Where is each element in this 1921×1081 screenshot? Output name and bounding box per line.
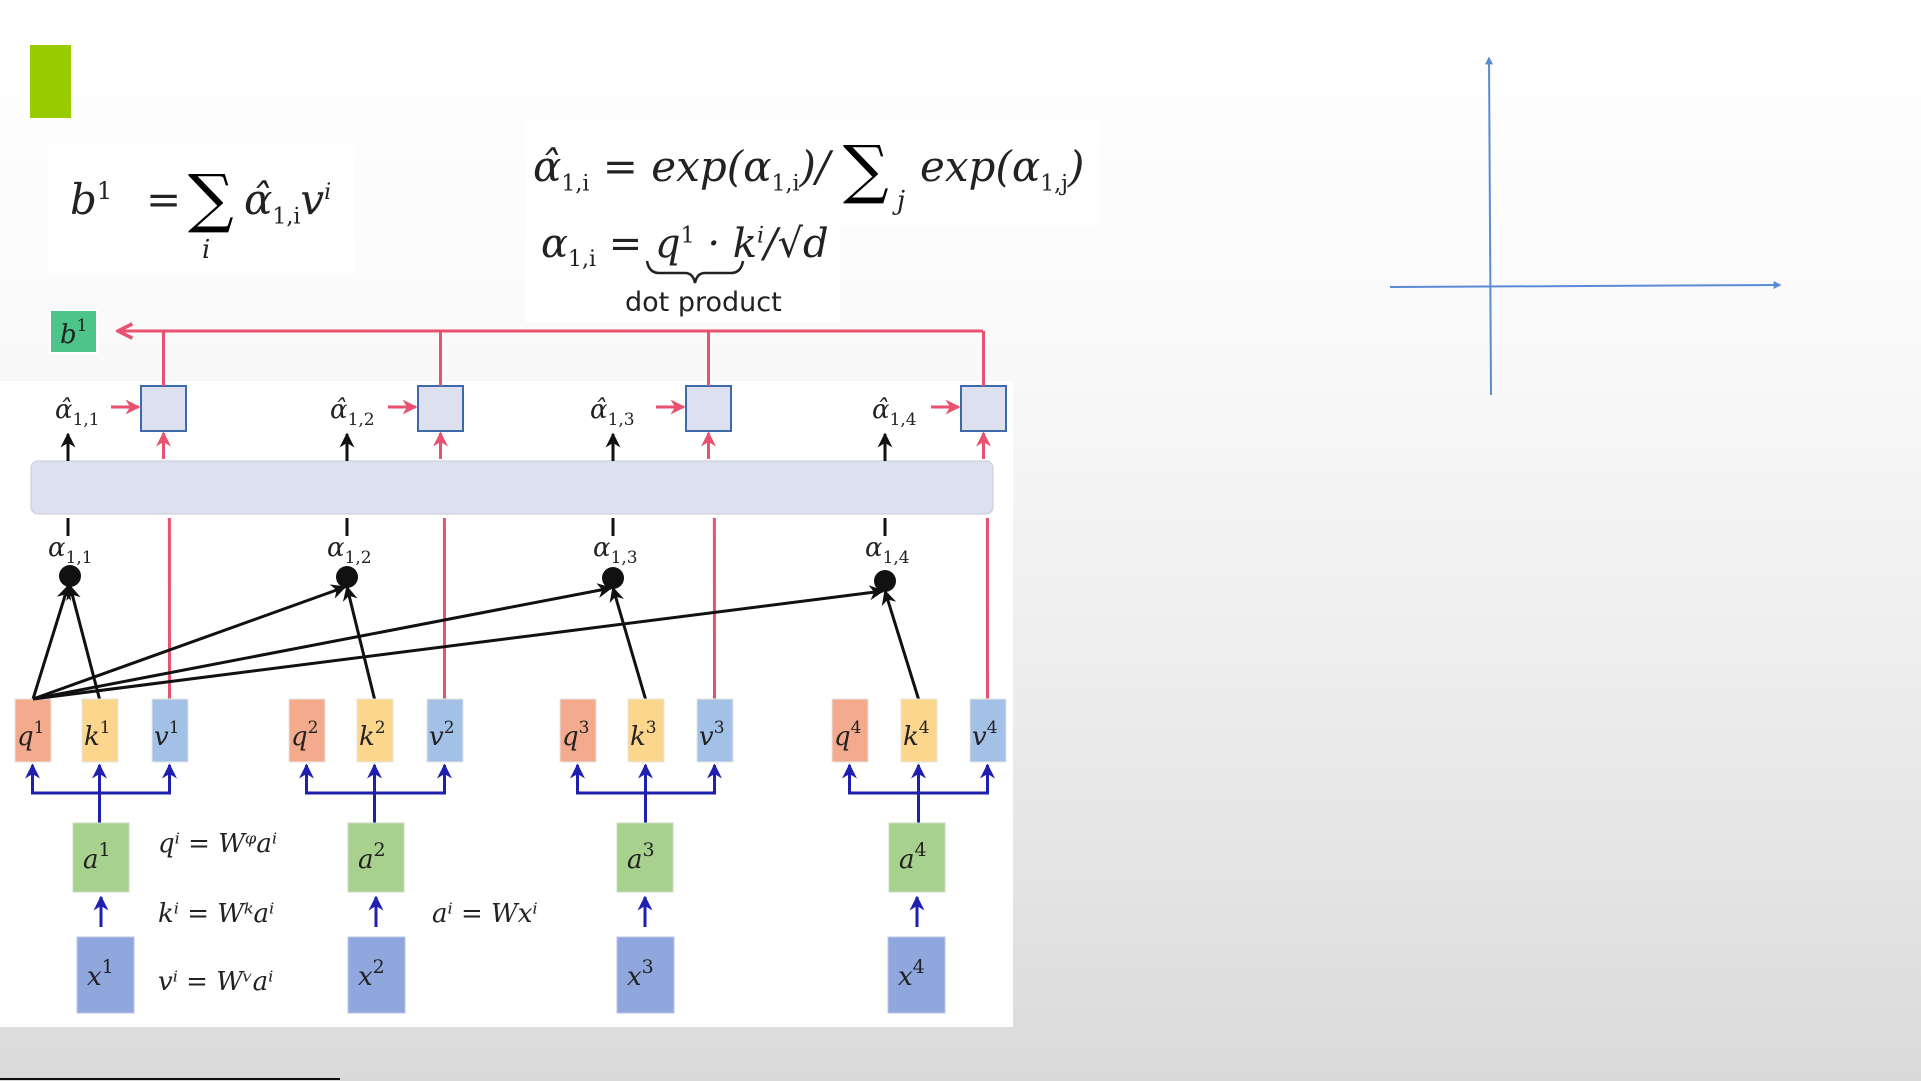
k-box-3	[627, 698, 665, 763]
v-box-3	[696, 698, 734, 763]
value-projection-equation: vⁱ = Wᵛaⁱ	[158, 967, 273, 997]
a-box-1	[72, 822, 130, 893]
k-label-4: k4	[903, 718, 930, 752]
x-axis	[1389, 281, 1782, 290]
output-formula-sum-sub: i	[202, 235, 211, 265]
v-box-2	[426, 698, 464, 763]
a-box-4	[888, 822, 946, 893]
x-label-1: x1	[87, 956, 114, 992]
query-projection-equation: qⁱ = Wᵠaⁱ	[158, 829, 277, 859]
q-label-3: q3	[562, 718, 589, 752]
key-to-score-line-3	[609, 586, 647, 700]
k-box-1	[81, 698, 119, 763]
q-label-1: q1	[17, 718, 44, 752]
score-formula: α1,i = q1 · ki/√d	[541, 221, 829, 272]
k-label-2: k2	[359, 718, 386, 752]
output-formula-lhs: b1	[70, 175, 113, 224]
q-label-4: q4	[834, 718, 861, 752]
x-label-4: x4	[898, 956, 925, 992]
dot-product-node-1	[59, 565, 81, 587]
score-formula-box: α1,i = q1 · ki/√d dot product	[525, 221, 840, 322]
alpha-hat-label-4: α̂1,4	[872, 395, 917, 430]
a-label-3: a3	[627, 839, 655, 875]
alpha-label-2: α1,2	[327, 533, 372, 568]
query-to-score-line-4	[32, 585, 885, 701]
alpha-label-1: α1,1	[48, 533, 93, 568]
key-projection-equation: kⁱ = Wᵏaⁱ	[158, 899, 274, 929]
embedding-equation: aⁱ = Wxⁱ	[432, 899, 538, 929]
alpha-hat-label-3: α̂1,3	[590, 395, 635, 430]
softmax-layer-bar	[30, 460, 994, 515]
output-formula-eq: =	[146, 175, 182, 224]
output-formula-box: b1 = ∑ i α̂1,ivi	[48, 145, 355, 273]
k-label-3: k3	[630, 718, 657, 752]
key-to-score-line-1	[66, 584, 101, 700]
q-box-1	[14, 698, 52, 763]
v-box-4	[969, 698, 1007, 763]
query-to-score-line-1	[31, 584, 72, 700]
weighting-box-4	[960, 385, 1007, 432]
query-to-score-line-3	[32, 583, 613, 701]
output-formula-term: α̂1,ivi	[244, 175, 332, 230]
softmax-sum-sub: j	[897, 186, 906, 216]
x-box-4	[887, 936, 946, 1014]
dot-product-label: dot product	[625, 287, 782, 318]
query-to-score-line-2	[32, 584, 347, 701]
y-axis	[1485, 56, 1494, 396]
v-box-1	[151, 698, 189, 763]
v-label-1: v1	[154, 718, 180, 752]
x-box-1	[76, 936, 135, 1014]
k-label-1: k1	[84, 718, 111, 752]
dot-product-node-2	[336, 566, 358, 588]
key-to-score-line-4	[881, 589, 920, 700]
x-box-2	[347, 936, 406, 1014]
alpha-hat-label-2: α̂1,2	[330, 395, 375, 430]
output-b1-label: b1	[60, 316, 87, 350]
output-b1-box	[49, 309, 98, 354]
x-box-3	[616, 936, 675, 1014]
x-label-3: x3	[627, 956, 654, 992]
v-label-2: v2	[429, 718, 455, 752]
k-box-4	[900, 698, 938, 763]
v-label-3: v3	[699, 718, 725, 752]
q-label-2: q2	[291, 718, 318, 752]
x-label-2: x2	[358, 956, 385, 992]
dot-product-brace	[645, 260, 745, 284]
v-label-4: v4	[972, 718, 998, 752]
a-label-4: a4	[899, 839, 927, 875]
weighting-box-1	[140, 385, 187, 432]
key-to-score-line-2	[342, 585, 376, 700]
a-box-2	[347, 822, 405, 893]
weighting-box-3	[685, 385, 732, 432]
slide-accent-bar	[30, 45, 71, 118]
alpha-label-4: α1,4	[865, 533, 910, 568]
weighting-box-2	[417, 385, 464, 432]
softmax-denominator: exp(α1,j)	[920, 142, 1085, 197]
output-formula-sum: ∑	[188, 162, 234, 236]
a-box-3	[616, 822, 674, 893]
alpha-hat-label-1: α̂1,1	[55, 395, 100, 430]
q-box-4	[831, 698, 869, 763]
a-label-2: a2	[358, 839, 386, 875]
a-label-1: a1	[83, 839, 111, 875]
softmax-formula-box: α̂1,i = exp(α1,i)/ ∑ j exp(α1,j)	[525, 120, 1100, 225]
bottom-divider-line	[0, 1078, 340, 1080]
softmax-sum: ∑	[843, 133, 889, 207]
q-box-2	[288, 698, 326, 763]
q-box-3	[559, 698, 597, 763]
k-box-2	[356, 698, 394, 763]
alpha-label-3: α1,3	[593, 533, 638, 568]
softmax-formula: α̂1,i = exp(α1,i)/	[533, 142, 831, 197]
